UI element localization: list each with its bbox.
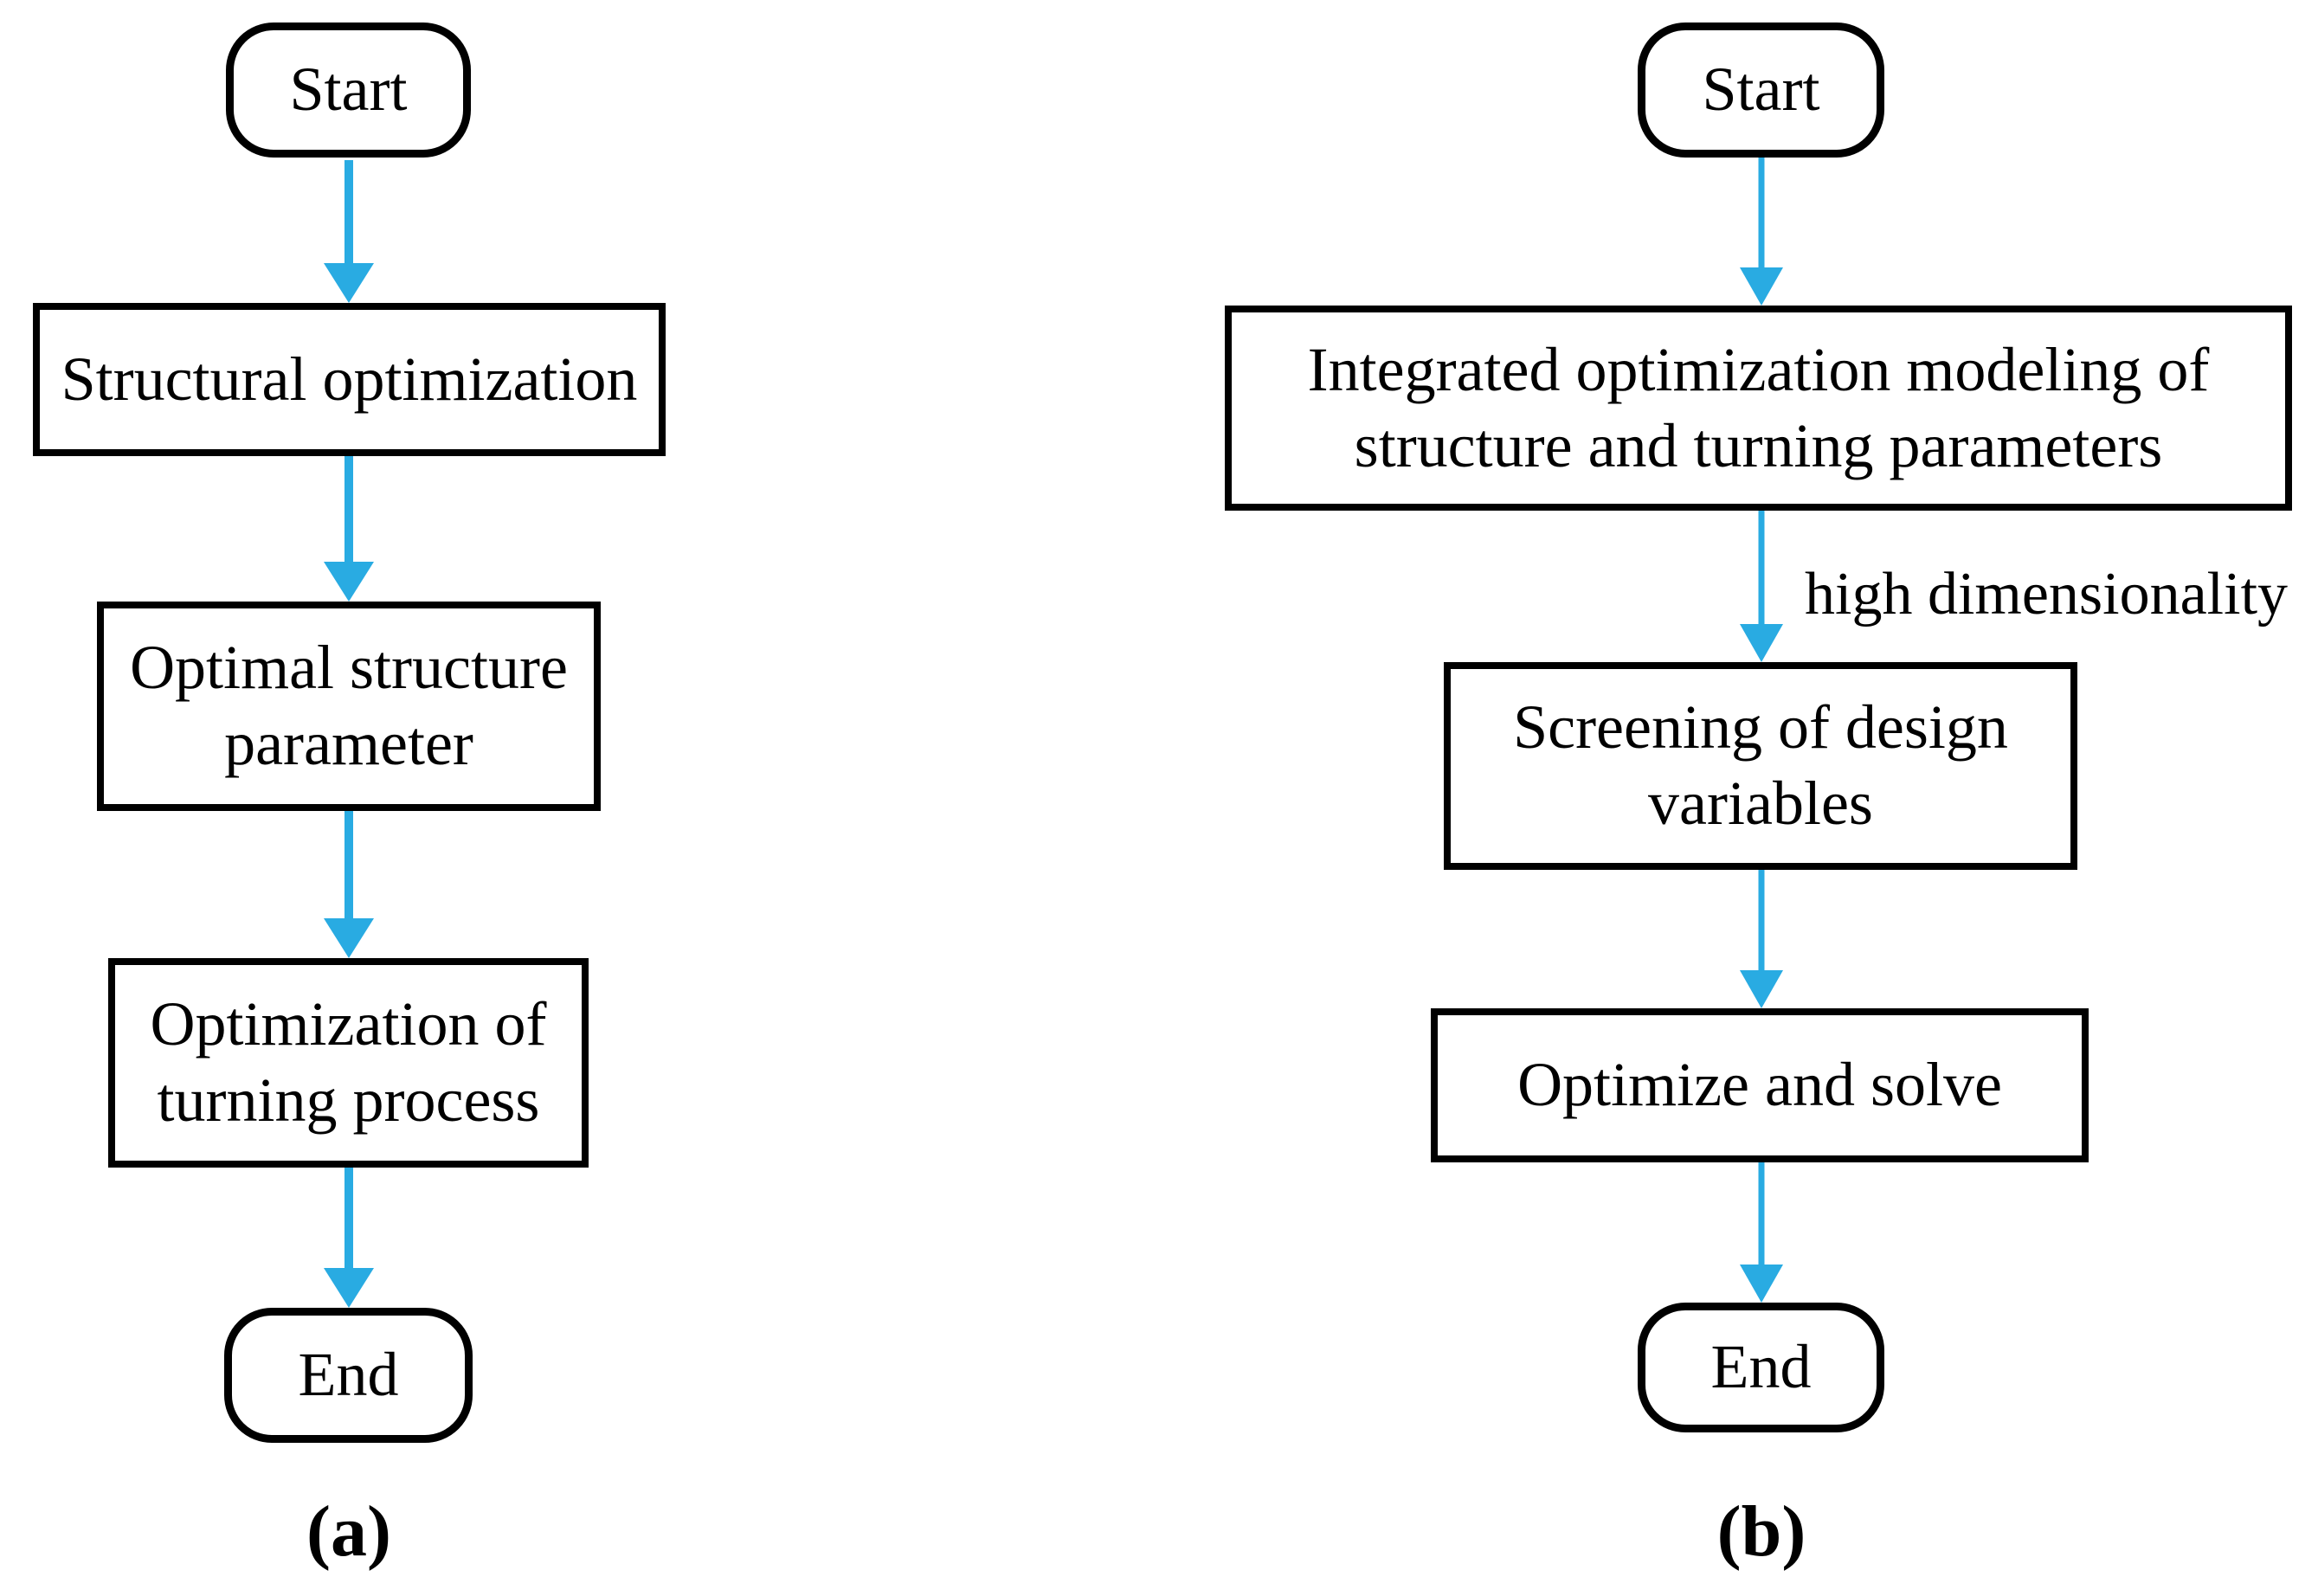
edge-label-high-dimensionality: high dimensionality: [1805, 561, 2289, 627]
node-end-a: End: [224, 1308, 473, 1443]
node-optimize-and-solve: Optimize and solve: [1431, 1008, 2089, 1162]
arrow-b-optimize-to-end: [1740, 1162, 1783, 1303]
caption-a: (a): [306, 1491, 391, 1572]
caption-b: (b): [1716, 1491, 1806, 1572]
node-start-b: Start: [1638, 23, 1884, 158]
node-structural-optimization: Structural optimization: [33, 303, 666, 456]
node-integrated-optimization-modeling: Integrated optimization modeling of stru…: [1225, 306, 2292, 511]
arrow-a-turning-to-end: [324, 1168, 374, 1308]
node-optimal-structure-parameter: Optimal structure parameter: [97, 602, 601, 811]
node-start-a: Start: [226, 23, 471, 158]
node-screening-of-design-variables: Screening of design variables: [1444, 662, 2077, 870]
arrow-b-integrated-to-screening: [1740, 511, 1783, 662]
arrow-b-start-to-integrated: [1740, 158, 1783, 306]
arrow-a-structural-to-optimal: [324, 456, 374, 602]
arrow-a-start-to-structural: [324, 160, 374, 303]
arrow-b-screening-to-optimize: [1740, 870, 1783, 1008]
arrow-a-optimal-to-turning: [324, 811, 374, 958]
node-end-b: End: [1638, 1303, 1884, 1432]
node-optimization-of-turning-process: Optimization of turning process: [108, 958, 589, 1168]
